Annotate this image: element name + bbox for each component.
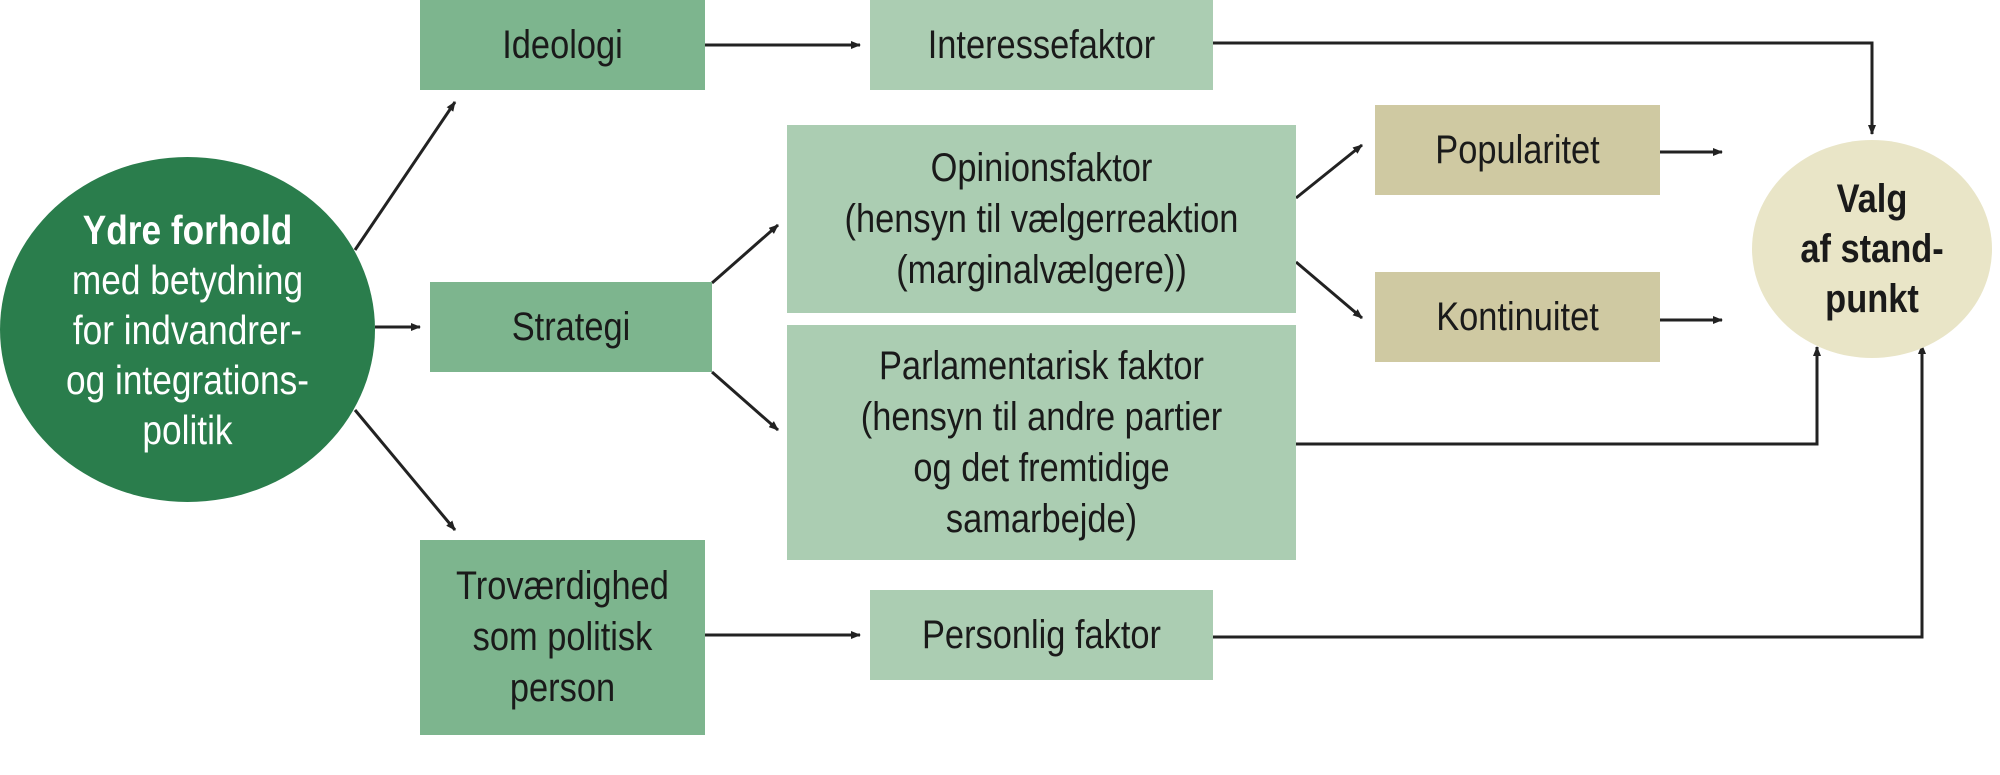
ydre-forhold-text: Ydre forhold med betydning for indvandre… [26,157,349,502]
parlamentarisk-text: Parlamentarisk faktor (hensyn til andre … [823,325,1261,560]
valg-text: Valg af stand- punkt [1769,140,1975,358]
arrow-strategi-to-parlamentarisk [711,370,779,432]
arrow-opinion-to-kontinuitet [1295,260,1363,320]
arrow-strategi-to-opinionsfaktor [711,223,779,285]
ydre-forhold-line-1: med betydning [71,256,304,303]
valg-line-3: punkt [1825,277,1919,321]
interessefaktor-label: Interessefaktor [927,22,1156,67]
valg-line-1: Valg [1836,177,1908,221]
kontinuitet-box [1375,272,1660,362]
ydre-forhold-title: Ydre forhold [82,206,293,253]
trovaerdighed-line-2: som politisk [472,615,653,659]
ydre-forhold-line-2: for indvandrer- [72,306,303,353]
arrow-parlamentarisk-to-valg [1296,346,1821,446]
arrow-personlig-to-valg [1213,344,1926,639]
arrow-ydre-to-ideologi [353,101,457,251]
parlamentarisk-line-3: og det fremtidige [913,445,1170,490]
interessefaktor-box [870,0,1213,90]
ydre-forhold-line-4: politik [142,406,233,453]
trovaerdighed-text: Troværdighed som politisk person [440,540,685,735]
parlamentarisk-line-1: Parlamentarisk faktor [878,343,1204,388]
popularitet-label: Popularitet [1435,127,1600,172]
ydre-forhold-circle [0,157,375,502]
valg-line-2: af stand- [1800,227,1944,271]
trovaerdighed-box [420,540,705,735]
parlamentarisk-line-4: samarbejde) [945,496,1138,541]
arrow-interessefaktor-to-valg [1213,41,1876,135]
popularitet-box [1375,105,1660,195]
strategi-box [430,282,712,372]
personlig-label: Personlig faktor [921,612,1161,657]
opinionsfaktor-box [787,125,1296,313]
opinionsfaktor-text: Opinionsfaktor (hensyn til vælgerreaktio… [823,125,1261,313]
arrow-ydre-to-trovaerdighed [353,409,457,531]
arrow-opinion-to-popularitet [1295,143,1363,200]
opinionsfaktor-line-2: (hensyn til vælgerreaktion [844,196,1239,241]
ideologi-box [420,0,705,90]
valg-circle [1752,140,1992,358]
personlig-box [870,590,1213,680]
kontinuitet-label: Kontinuitet [1436,294,1599,339]
strategi-label: Strategi [511,304,631,349]
opinionsfaktor-line-1: Opinionsfaktor [930,145,1153,190]
parlamentarisk-line-2: (hensyn til andre partier [860,394,1223,439]
opinionsfaktor-line-3: (marginalvælgere)) [896,247,1187,292]
ideologi-label: Ideologi [502,22,623,67]
parlamentarisk-box [787,325,1296,560]
ydre-forhold-line-3: og integrations- [65,356,310,403]
trovaerdighed-line-3: person [509,666,616,710]
trovaerdighed-line-1: Troværdighed [456,564,669,608]
